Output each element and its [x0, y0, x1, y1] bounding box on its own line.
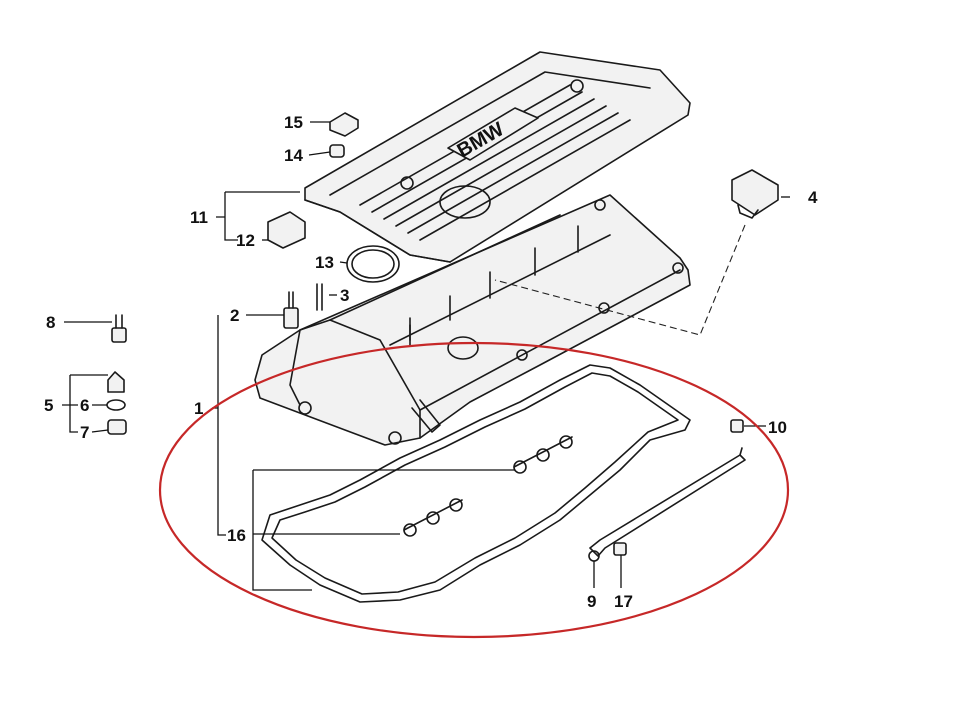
part-7-grommet	[107, 419, 127, 435]
part-13-seal-ring	[346, 245, 400, 283]
callout-labels: 1 2 3 4 5 6 7 8 9 10 11 12 13 14 15 16 1…	[44, 113, 818, 611]
part-17-screw	[613, 542, 627, 556]
engine-cover: BMW	[304, 51, 691, 263]
assembly-line-oil-cap	[494, 224, 746, 336]
callout-16: 16	[227, 526, 246, 545]
callout-7: 7	[80, 423, 89, 442]
part-14-grommet	[329, 144, 345, 158]
callout-13: 13	[315, 253, 334, 272]
part-3-stud	[316, 283, 323, 311]
leader-lines	[62, 121, 790, 591]
part-2-stud-bolt	[283, 291, 299, 329]
highlight-ellipse	[158, 341, 790, 639]
part-5-cap-nut	[107, 371, 125, 393]
part-12-clip	[267, 211, 306, 249]
callout-14: 14	[284, 146, 303, 165]
callout-8: 8	[46, 313, 55, 332]
callout-1: 1	[194, 399, 203, 418]
spark-plug-seal-set-upper	[513, 435, 573, 474]
valve-cover	[254, 194, 691, 446]
callout-9: 9	[587, 592, 596, 611]
callout-11: 11	[190, 208, 208, 227]
callout-3: 3	[340, 286, 349, 305]
part-10-nut	[730, 419, 744, 433]
callout-4: 4	[808, 188, 818, 207]
callout-17: 17	[614, 592, 633, 611]
part-4-oil-filler-cap	[731, 169, 779, 219]
part-15-cap	[329, 112, 359, 137]
valve-cover-gasket	[261, 364, 691, 603]
callout-6: 6	[80, 396, 89, 415]
callout-10: 10	[768, 418, 787, 437]
callout-12: 12	[236, 231, 255, 250]
callout-15: 15	[284, 113, 303, 132]
callout-5: 5	[44, 396, 53, 415]
spark-plug-seal-set-lower	[403, 498, 463, 537]
callout-2: 2	[230, 306, 239, 325]
part-6-washer	[106, 399, 126, 411]
part-8-bolt	[111, 314, 127, 343]
